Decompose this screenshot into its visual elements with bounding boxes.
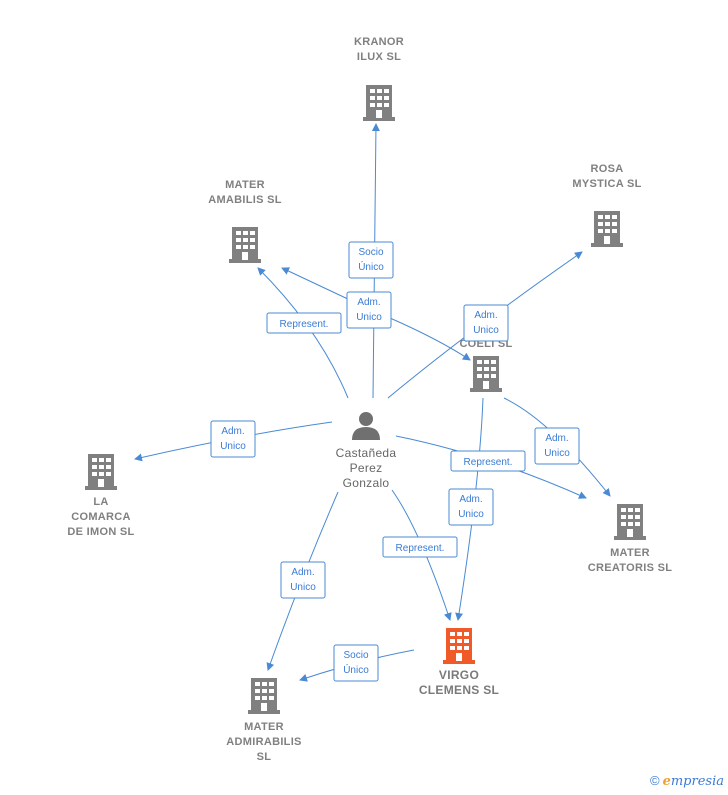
edge-person-to-mater_amabilis <box>281 267 351 301</box>
edge-label-text: Unico <box>356 312 382 323</box>
node-label: MATER <box>225 179 265 191</box>
edge-label-box <box>463 304 509 342</box>
edge-label-text: Unico <box>220 441 246 452</box>
edge-person-to-coeli <box>389 317 471 361</box>
node-label: LA <box>93 496 108 508</box>
edge-label-text: Represent. <box>280 319 329 330</box>
edge-label-person-to-mater_amabilis[interactable]: Adm. Unico <box>346 291 392 329</box>
edge-label-text: Adm. <box>357 297 380 308</box>
node-label: Gonzalo <box>343 476 390 490</box>
nodes-layer: KRANOR ILUX SL MATER AMABILIS SL ROSA MYSTICA… <box>67 36 672 763</box>
edge-label-text: Socio <box>343 650 368 661</box>
brand-logo-text: mpresia <box>670 774 724 789</box>
edge-label-coeli-to-virgo[interactable]: Adm. Unico <box>448 488 494 526</box>
node-kranor[interactable]: KRANOR ILUX SL <box>354 36 404 121</box>
edge-label-text: Represent. <box>396 543 445 554</box>
edge-label-text: Único <box>358 260 384 273</box>
edge-label-text: Adm. <box>545 433 568 444</box>
edge-label-text: Adm. <box>221 426 244 437</box>
edge-label-text: Adm. <box>474 310 497 321</box>
building-icon <box>614 504 646 540</box>
edge-label-box <box>333 644 379 682</box>
edge-label-box <box>348 241 394 279</box>
edge-label-person-to-rosa_mystica[interactable]: Adm. Unico <box>463 304 509 342</box>
building-icon <box>591 211 623 247</box>
building-icon <box>248 678 280 714</box>
edge-label-text: Adm. <box>459 494 482 505</box>
node-label: MATER <box>610 547 650 559</box>
node-rosa_mystica[interactable]: ROSA MYSTICA SL <box>572 163 641 247</box>
node-la_comarca[interactable]: LA COMARCA DE IMON SL <box>67 454 134 538</box>
copyright-symbol: © <box>649 773 660 788</box>
node-label: ILUX SL <box>357 51 401 63</box>
node-label: COMARCA <box>71 511 131 523</box>
node-label: CLEMENS SL <box>419 683 499 697</box>
edge-label-box <box>534 427 580 465</box>
edge-label-text: Unico <box>473 325 499 336</box>
node-label: MATER <box>244 721 284 733</box>
edge-label-person-to-virgo[interactable]: Represent. <box>382 536 458 558</box>
node-label: MYSTICA SL <box>572 178 641 190</box>
node-label: SL <box>257 751 272 763</box>
node-label: KRANOR <box>354 36 404 48</box>
building-icon <box>443 628 475 664</box>
edge-label-text: Único <box>343 663 369 676</box>
node-mater_admirabilis[interactable]: MATER ADMIRABILIS SL <box>226 678 301 763</box>
building-icon <box>470 356 502 392</box>
edge-label-person-to-la_comarca[interactable]: Adm. Unico <box>210 420 256 458</box>
brand-footer[interactable]: ©empresia <box>650 773 724 789</box>
edge-label-text: Unico <box>458 509 484 520</box>
edge-label-box <box>448 488 494 526</box>
node-label: AMABILIS SL <box>208 194 282 206</box>
node-label: CREATORIS SL <box>588 562 672 574</box>
edge-label-box <box>382 536 458 558</box>
node-label: Perez <box>350 461 383 475</box>
node-coeli[interactable]: COELI SL <box>459 338 512 392</box>
edge-label-box <box>450 450 526 472</box>
node-label: VIRGO <box>439 668 479 682</box>
edge-label-box <box>346 291 392 329</box>
node-label: ROSA <box>591 163 624 175</box>
node-label: Castañeda <box>336 446 397 460</box>
building-icon <box>229 227 261 263</box>
edge-label-person-to-mater_creatoris[interactable]: Represent. <box>450 450 526 472</box>
edge-label-text: Adm. <box>291 567 314 578</box>
edge-label-box <box>266 312 342 334</box>
edge-label-text: Represent. <box>464 457 513 468</box>
edge-label-box <box>280 561 326 599</box>
person-icon <box>352 412 380 440</box>
edge-label-text: Unico <box>290 582 316 593</box>
node-mater_creatoris[interactable]: MATER CREATORIS SL <box>588 504 672 574</box>
edge-label-text: Socio <box>358 247 383 258</box>
brand-logo-initial: e <box>662 774 671 789</box>
edges-layer <box>134 123 611 682</box>
edge-label-text: Unico <box>544 448 570 459</box>
node-label: DE IMON SL <box>67 526 134 538</box>
building-icon <box>363 85 395 121</box>
node-label: ADMIRABILIS <box>226 736 301 748</box>
edge-label-coeli-to-mater_creatoris[interactable]: Adm. Unico <box>534 427 580 465</box>
building-icon <box>85 454 117 490</box>
edge-label-person-to-mater_admirabilis[interactable]: Adm. Unico <box>280 561 326 599</box>
node-mater_amabilis[interactable]: MATER AMABILIS SL <box>208 179 282 263</box>
edge-label-box <box>210 420 256 458</box>
edge-label-person-to-mater_amabilis[interactable]: Represent. <box>266 312 342 334</box>
